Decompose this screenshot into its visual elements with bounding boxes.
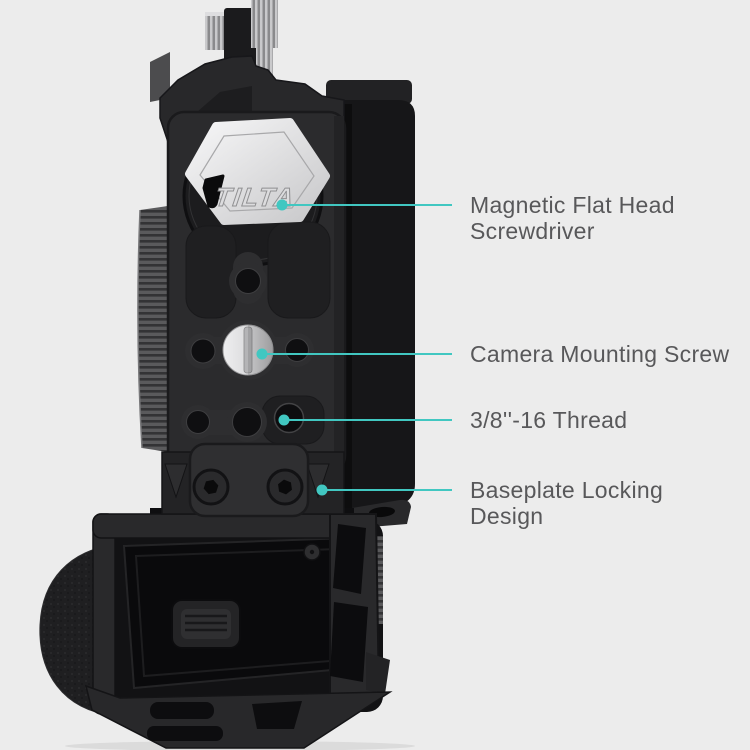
baseplate-locking-section [161, 442, 345, 518]
callout-dots [256, 199, 328, 496]
callout-dot-screwdriver [276, 199, 288, 211]
cage-left-bar [92, 513, 116, 715]
callout-label-line: 3/8''-16 Thread [470, 407, 628, 433]
cage-top-bar [92, 513, 346, 539]
baseplate: TILTA [166, 110, 347, 474]
lens-knurled-edge [137, 206, 168, 452]
callout-label-camera-mounting-screw: Camera Mounting Screw [470, 341, 729, 367]
callout-label-line: Camera Mounting Screw [470, 341, 730, 367]
callout-dot-thread [278, 414, 290, 426]
callout-label-magnetic-flat-head-screwdriver: Magnetic Flat Head Screwdriver [470, 192, 675, 244]
mounting-hole [285, 338, 309, 362]
callout-leaders [262, 204, 452, 491]
mounting-hole [235, 268, 261, 294]
callout-label-three-eighths-16-thread: 3/8''-16 Thread [470, 407, 627, 433]
callout-label-line: Screwdriver [470, 218, 595, 244]
locking-wedge-right [306, 463, 330, 499]
locking-wedge-left [164, 463, 188, 499]
camera-bottom-assembly [39, 513, 393, 749]
callout-label-line: Baseplate Locking [470, 477, 664, 503]
mounting-hole [232, 407, 262, 437]
callout-label-line: Design [470, 503, 544, 529]
cage-right-truss [329, 513, 390, 710]
mounting-hole [190, 338, 216, 364]
screwdriver-triangle-hole [202, 174, 225, 209]
battery-door-latch [171, 599, 241, 649]
knurled-screw-left [205, 14, 228, 50]
callout-label-baseplate-locking-design: Baseplate Locking Design [470, 477, 663, 529]
callout-dot-locking [316, 484, 328, 496]
mounting-hole [186, 410, 210, 434]
callout-dot-mounting-screw [256, 348, 268, 360]
cage-bottom-rail [84, 684, 393, 749]
knurled-screw-right [251, 0, 278, 48]
callout-label-line: Magnetic Flat Head [470, 192, 675, 218]
